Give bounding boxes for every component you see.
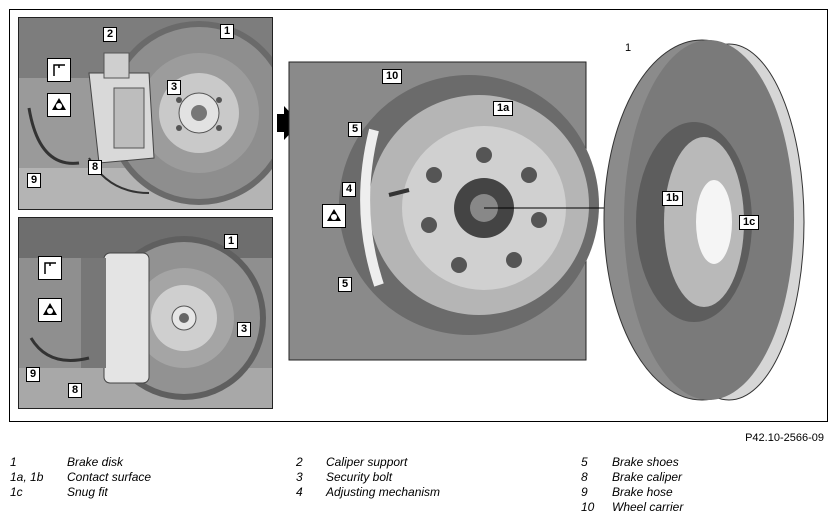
callout-4: 4 [342,182,357,197]
callout-1b: 1b [662,191,683,206]
callout-1: 1 [220,24,235,39]
figure-frame: 1 2 3 8 9 1 3 8 9 [9,9,828,422]
callout-5-upper: 5 [348,122,363,137]
callout-1-rear: 1 [224,234,239,249]
figure-reference: P42.10-2566-09 [745,432,824,444]
legend: 1 Brake disk 1a, 1b Contact surface 1c S… [10,455,684,514]
callout-1-disc: 1 [625,42,632,54]
photo-rear-brake [18,217,273,409]
callout-3-rear: 3 [237,322,252,337]
callout-10: 10 [382,69,403,84]
callout-1c: 1c [739,215,760,230]
brake-pad-symbol-icon-3 [322,204,346,228]
brake-disc-symbol-icon [47,58,71,82]
callout-8: 8 [88,160,103,175]
rear-brake-illustration [19,218,272,408]
brake-pad-symbol-icon [47,93,71,117]
right-arrow-stem [277,114,285,132]
disc-detail-illustration [288,39,805,401]
callout-1a: 1a [493,101,514,116]
brake-pad-symbol-icon-2 [38,298,62,322]
callout-5-lower: 5 [338,277,353,292]
photo-panel-right [284,10,829,423]
brake-disc-symbol-icon-2 [38,256,62,280]
callout-3: 3 [167,80,182,95]
callout-2: 2 [103,27,118,42]
callout-9: 9 [27,173,42,188]
callout-9-rear: 9 [26,367,41,382]
callout-8-rear: 8 [68,383,83,398]
